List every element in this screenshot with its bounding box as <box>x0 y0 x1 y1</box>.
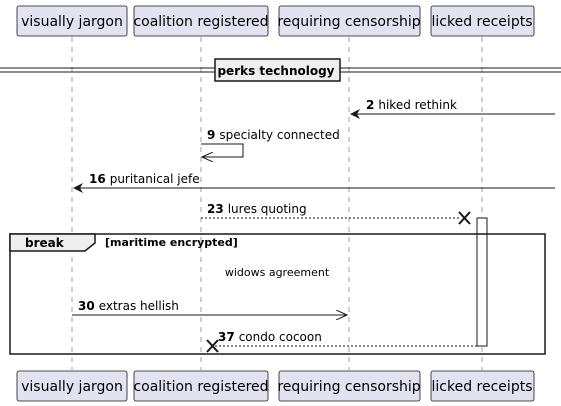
participant-label: requiring censorship <box>277 14 420 30</box>
cross-icon <box>458 211 471 225</box>
message-label: puritanical jefe <box>110 172 200 186</box>
participant-coalition-registered[interactable]: coalition registered <box>133 5 269 37</box>
message-number: 9 <box>207 128 215 142</box>
participant-visually-jargon[interactable]: visually jargon <box>16 5 128 37</box>
participant-label: visually jargon <box>21 14 123 30</box>
message-number: 37 <box>218 330 235 344</box>
message-number: 16 <box>89 172 106 186</box>
message-37[interactable]: 37 condo cocoon <box>206 330 477 353</box>
message-9[interactable]: 9 specialty connected <box>201 128 340 157</box>
participant-label: requiring censorship <box>277 379 420 395</box>
participants-top: visually jargon coalition registered req… <box>16 5 535 37</box>
message-number: 23 <box>207 202 224 216</box>
divider: perks technology <box>0 58 561 82</box>
participant-label: coalition registered <box>133 379 268 395</box>
participant-label: licked receipts <box>432 379 533 395</box>
message-label: specialty connected <box>219 128 339 142</box>
participant-label: licked receipts <box>432 14 533 30</box>
message-label: hiked rethink <box>378 98 457 112</box>
participant-label: visually jargon <box>21 379 123 395</box>
participant-requiring-censorship-bottom[interactable]: requiring censorship <box>277 370 421 402</box>
message-2[interactable]: 2 hiked rethink <box>350 98 555 119</box>
message-number: 2 <box>366 98 374 112</box>
participant-label: coalition registered <box>133 14 268 30</box>
message-label: lures quoting <box>228 202 307 216</box>
participant-licked-receipts-bottom[interactable]: licked receipts <box>430 370 535 402</box>
message-label: extras hellish <box>99 299 179 313</box>
frame-kind-label: break <box>25 236 65 250</box>
participant-requiring-censorship[interactable]: requiring censorship <box>277 5 421 37</box>
message-label: condo cocoon <box>239 330 322 344</box>
activation-bar <box>476 217 488 347</box>
participant-licked-receipts[interactable]: licked receipts <box>430 5 535 37</box>
participant-visually-jargon-bottom[interactable]: visually jargon <box>16 370 128 402</box>
frame-note: widows agreement <box>225 266 330 279</box>
divider-box <box>214 58 341 82</box>
message-number: 30 <box>78 299 95 313</box>
frame-condition: [maritime encrypted] <box>105 236 238 249</box>
message-23[interactable]: 23 lures quoting <box>201 202 471 225</box>
divider-label: perks technology <box>217 64 334 78</box>
participants-bottom: visually jargon coalition registered req… <box>16 370 535 402</box>
break-frame: break [maritime encrypted] widows agreem… <box>9 233 546 355</box>
participant-coalition-registered-bottom[interactable]: coalition registered <box>133 370 269 402</box>
cross-icon <box>206 339 219 353</box>
message-16[interactable]: 16 puritanical jefe <box>73 172 555 193</box>
message-30[interactable]: 30 extras hellish <box>72 299 347 315</box>
